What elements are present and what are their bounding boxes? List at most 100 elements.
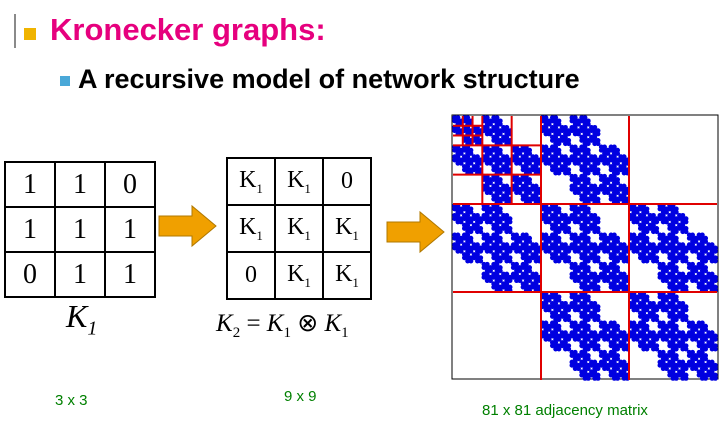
adjacency-dot: [585, 268, 591, 274]
adjacency-dot: [507, 219, 513, 225]
kronecker-81x81-adjacency-matrix: [451, 114, 719, 381]
adjacency-dot: [615, 346, 621, 352]
adjacency-dot: [693, 268, 699, 274]
adjacency-dot: [634, 209, 640, 215]
adjacency-dot: [664, 219, 669, 225]
adjacency-dot: [517, 160, 523, 166]
adjacency-dot: [546, 248, 552, 254]
adjacency-dot: [497, 268, 503, 274]
k2-cell: K1: [274, 251, 324, 300]
adjacency-dot: [546, 327, 552, 332]
adjacency-dot: [644, 327, 650, 332]
adjacency-dot: [673, 307, 679, 313]
adjacency-dot: [497, 131, 503, 137]
adjacency-dot: [576, 356, 581, 362]
adjacency-dot: [673, 248, 679, 254]
adjacency-dot: [458, 219, 464, 225]
adjacency-dot: [576, 278, 581, 284]
adjacency-dot: [556, 160, 562, 166]
adjacency-dot: [605, 180, 611, 186]
adjacency-dot: [683, 229, 689, 235]
adjacency-dot: [546, 336, 552, 342]
adjacency-dot: [566, 229, 572, 235]
adjacency-dot: [673, 346, 679, 352]
adjacency-dot: [634, 219, 640, 225]
adjacency-dot: [664, 327, 669, 332]
adjacency-dot: [458, 209, 464, 215]
adjacency-dot: [615, 190, 621, 196]
k1-cell: 1: [54, 161, 106, 208]
adjacency-dot: [576, 160, 581, 166]
adjacency-dot: [605, 327, 611, 332]
kronecker-product-symbol: ⊗: [290, 310, 325, 337]
adjacency-dot: [664, 366, 669, 372]
adjacency-dot: [556, 239, 562, 244]
adjacency-dot: [585, 160, 591, 166]
adjacency-dot: [546, 239, 552, 244]
adjacency-dot: [556, 219, 562, 225]
k2-block-sub: 1: [304, 180, 311, 196]
adjacency-dot: [595, 346, 601, 352]
adjacency-dot: [585, 248, 591, 254]
k1-cell: 1: [54, 206, 106, 253]
adjacency-dot: [488, 219, 493, 225]
k2-formula: K2 = K1 ⊗ K1: [216, 308, 349, 342]
k2-block-sub: 1: [256, 227, 263, 243]
adjacency-dot: [566, 258, 572, 264]
adjacency-dot: [712, 336, 718, 342]
adjacency-dot: [693, 239, 699, 244]
adjacency-dot: [497, 121, 503, 127]
adjacency-dot: [556, 141, 562, 147]
k1-cell: 1: [4, 161, 56, 208]
adjacency-dot: [595, 141, 601, 147]
adjacency-dot: [703, 258, 709, 264]
adjacency-dot: [595, 278, 601, 284]
adjacency-dot: [644, 336, 650, 342]
adjacency-dot: [478, 258, 484, 264]
k2-dimension-label: 9 x 9: [284, 388, 317, 405]
adjacency-dot: [664, 239, 669, 244]
adjacency-dot: [546, 121, 552, 127]
adjacency-dot: [527, 248, 533, 254]
adjacency-dot: [673, 375, 679, 381]
formula-k2: K: [216, 310, 233, 337]
adjacency-dot: [703, 239, 709, 244]
adjacency-dot: [546, 131, 552, 137]
adjacency-dot: [576, 239, 581, 244]
adjacency-dot: [664, 356, 669, 362]
adjacency-dot: [585, 239, 591, 244]
adjacency-dot: [673, 229, 679, 235]
k2-cell: K1: [274, 157, 324, 206]
adjacency-dot: [585, 141, 591, 147]
adjacency-dot: [712, 346, 718, 352]
adjacency-dot: [527, 268, 533, 274]
k1-cell: 1: [54, 251, 106, 298]
adjacency-dot: [507, 258, 513, 264]
adjacency-dot: [585, 317, 591, 323]
k1-cell: 1: [4, 206, 56, 253]
adjacency-dot: [683, 375, 689, 381]
adjacency-dot: [488, 268, 493, 274]
adjacency-dot: [556, 317, 562, 323]
k2-cell: K1: [226, 157, 276, 206]
adjacency-dot: [673, 297, 679, 303]
adjacency-dot: [712, 366, 718, 372]
k1-matrix: 1 1 0 1 1 1 0 1 1: [4, 161, 156, 298]
adjacency-dot: [664, 278, 669, 284]
adjacency-dot: [478, 248, 484, 254]
adjacency-dot: [605, 239, 611, 244]
adjacency-dot: [517, 190, 523, 196]
adjacency-dot: [595, 219, 601, 225]
adjacency-dot: [556, 307, 562, 313]
adjacency-dot: [585, 131, 591, 137]
adjacency-dot: [673, 209, 679, 215]
k2-block-base: K: [335, 260, 353, 287]
adjacency-dot: [615, 327, 621, 332]
adjacency-dot: [566, 317, 572, 323]
adjacency-dot: [576, 190, 581, 196]
adjacency-dot: [615, 180, 621, 186]
adjacency-dot: [576, 327, 581, 332]
adjacency-dot: [605, 366, 611, 372]
adjacency-dot: [644, 209, 650, 215]
adjacency-dot: [703, 375, 709, 381]
